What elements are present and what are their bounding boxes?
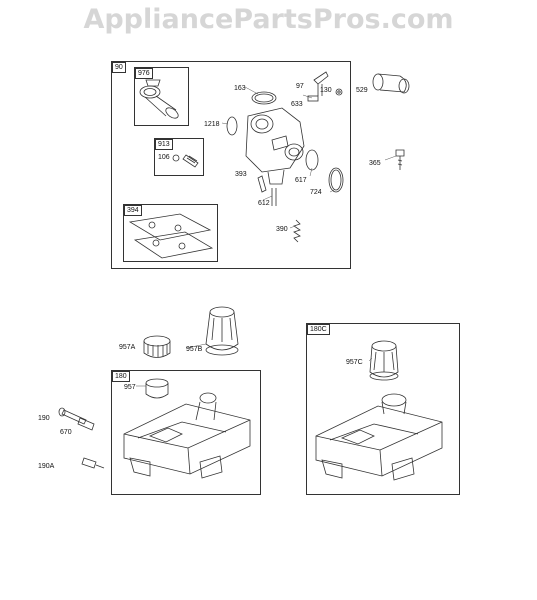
part-label-130: 130 [320,87,332,94]
part-label-190a: 190A [38,463,55,470]
part-976-boot [139,79,179,119]
group-180c-tag: 180C [307,324,330,335]
part-label-633: 633 [291,101,303,108]
part-label-365: 365 [369,160,381,167]
part-label-97: 97 [296,83,304,90]
group-90-frame [111,61,351,269]
watermark: AppliancePartsPros.com [83,4,454,35]
part-label-957a: 957A [119,344,136,351]
part-label-612: 612 [258,200,270,207]
group-913-frame [154,138,204,176]
group-394-tag: 394 [124,205,142,216]
part-529-elbow [372,73,410,94]
part-180c-fuel-tank [315,393,443,481]
part-label-163: 163 [234,85,246,92]
part-label-724: 724 [310,189,322,196]
part-394-gaskets [128,213,214,259]
group-976-tag: 976 [135,68,153,79]
part-label-106: 106 [158,154,170,161]
part-957a-fuel-cap [143,335,171,358]
group-976-frame [134,67,189,126]
group-90-tag: 90 [112,62,126,73]
group-180c-frame [306,323,460,495]
group-394-frame [123,204,218,262]
part-carburetor-body [245,107,305,185]
group-180-frame [111,370,261,495]
part-label-670: 670 [60,429,72,436]
group-913-tag: 913 [155,139,173,150]
part-label-957c: 957C [346,359,363,366]
part-label-1218: 1218 [204,121,220,128]
part-label-390: 390 [276,226,288,233]
part-957c-cap [369,340,399,381]
part-180-fuel-tank [123,392,251,479]
part-label-393: 393 [235,171,247,178]
part-label-957b: 957B [186,346,203,353]
group-180-tag: 180 [112,371,130,382]
part-label-529: 529 [356,87,368,94]
part-label-617: 617 [295,177,307,184]
part-label-957: 957 [124,384,136,391]
part-957b-vented-cap [205,306,239,356]
part-label-190: 190 [38,415,50,422]
